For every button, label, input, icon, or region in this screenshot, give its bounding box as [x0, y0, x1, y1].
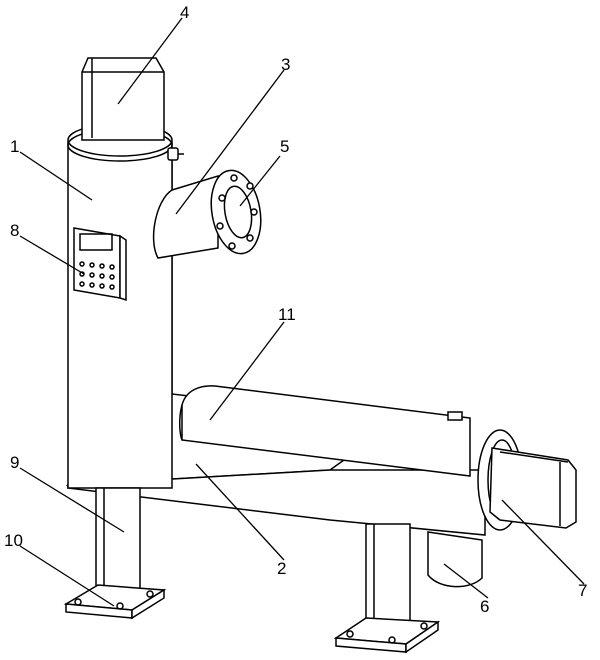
left-base-plate	[63, 584, 167, 620]
label-7: 7	[578, 581, 587, 600]
label-1: 1	[10, 137, 19, 156]
label-9: 9	[10, 453, 19, 472]
top-motor	[81, 57, 165, 141]
label-11: 11	[278, 305, 296, 324]
label-5: 5	[280, 137, 289, 156]
outlet-nozzle	[427, 531, 483, 588]
label-8: 8	[10, 221, 19, 240]
label-10: 10	[4, 531, 23, 550]
inlet-flange	[210, 169, 262, 255]
inlet-pipe	[152, 174, 219, 259]
right-base-plate	[333, 617, 441, 654]
label-6: 6	[480, 597, 489, 616]
label-2: 2	[277, 559, 286, 578]
leader-lines	[19, 17, 585, 607]
label-3: 3	[281, 55, 290, 74]
right-support-leg	[365, 523, 411, 629]
left-support-leg	[95, 487, 141, 595]
vertical-column	[67, 123, 184, 489]
callout-labels: 4 3 5 1 8 11 9 10 2 6 7	[4, 3, 587, 616]
label-4: 4	[180, 3, 189, 22]
cylinder-cover	[178, 385, 471, 477]
control-panel	[73, 227, 127, 302]
end-motor	[489, 447, 577, 529]
